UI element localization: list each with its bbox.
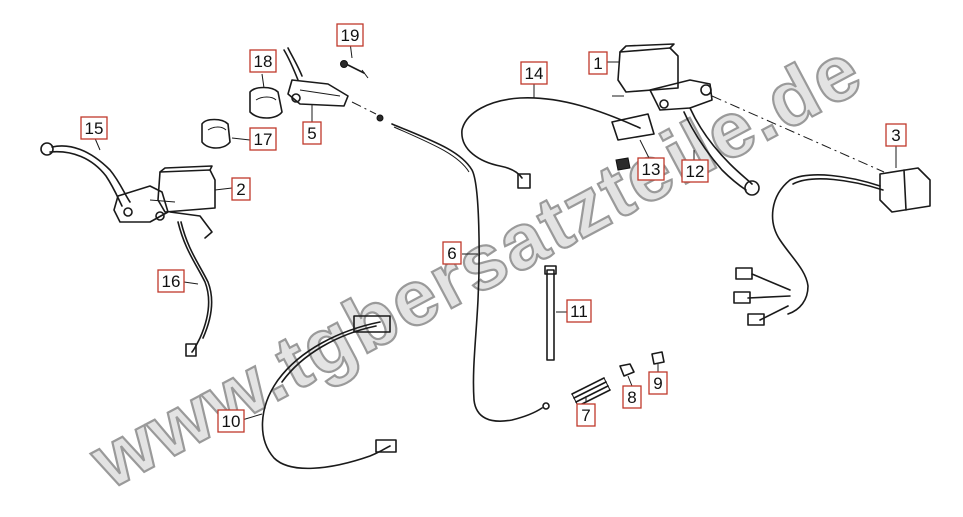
callout-label-3: 3 [885,123,907,147]
label-15-text: 15 [85,119,104,138]
part-3-handlebar-switch-right [733,167,931,326]
label-1-text: 1 [593,54,602,73]
callout-label-19: 19 [336,23,364,47]
label-9-text: 9 [653,374,662,393]
part-18-clamp [249,86,283,119]
assembly-axis-line [351,95,885,173]
callout-label-8: 8 [622,385,642,409]
part-6-cable [376,114,550,422]
label-11-text: 11 [570,302,588,321]
part-7-spring [571,377,611,407]
part-2-master-cylinder-left [113,165,216,239]
part-10-wire-harness [261,315,397,470]
label-5-text: 5 [307,124,316,143]
part-17-clamp [201,118,231,149]
callout-label-13: 13 [637,157,665,181]
part-13-screw [615,157,631,171]
label-7-text: 7 [581,406,590,425]
part-16-switch-cable-left [177,221,213,357]
callout-label-11: 11 [566,299,592,323]
part-1-master-cylinder-right [612,43,713,111]
callout-label-17: 17 [249,127,277,151]
callout-label-5: 5 [302,121,322,145]
callout-label-14: 14 [520,61,548,85]
label-17-text: 17 [254,130,273,149]
label-6-text: 6 [447,244,456,263]
label-16-text: 16 [162,272,181,291]
part-19-screw [340,60,369,79]
part-12-brake-lever-right [683,107,760,196]
part-8-nut [619,363,635,377]
callout-label-18: 18 [249,49,277,73]
callout-label-1: 1 [588,51,608,75]
callout-label-7: 7 [576,403,596,427]
label-19-text: 19 [341,26,360,45]
callout-label-10: 10 [217,409,245,433]
part-5-lever-bracket [283,47,349,107]
label-10-text: 10 [222,412,241,431]
callout-label-6: 6 [442,241,462,265]
label-14-text: 14 [525,64,544,83]
part-9-nut [651,351,665,365]
label-18-text: 18 [254,52,273,71]
callout-label-9: 9 [648,371,668,395]
callout-label-12: 12 [681,159,709,183]
callout-label-2: 2 [231,177,251,201]
callout-label-16: 16 [157,269,185,293]
part-11-cable-tie [544,265,557,361]
part-14-brake-switch-wire [461,97,655,189]
label-8-text: 8 [627,388,636,407]
callout-label-15: 15 [80,116,108,140]
part-15-brake-lever-left [40,142,131,207]
label-2-text: 2 [236,180,245,199]
label-3-text: 3 [891,126,900,145]
label-13-text: 13 [642,160,661,179]
label-12-text: 12 [686,162,705,181]
